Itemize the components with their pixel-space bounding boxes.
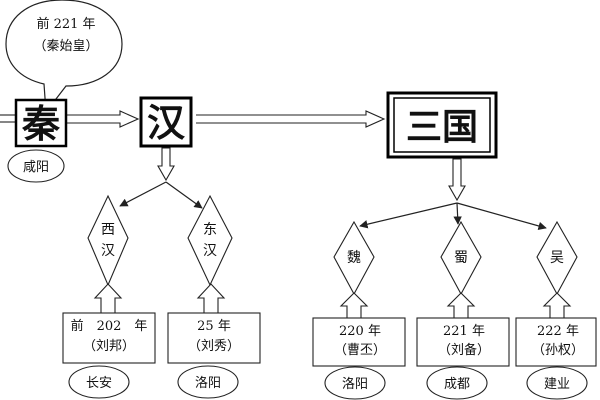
western-han-founder: （刘邦）	[83, 339, 135, 354]
wu-name: 吴	[550, 250, 564, 266]
shu-year: 221 年	[443, 324, 485, 339]
wu-capital-ellipse	[526, 366, 588, 400]
wu-founder: （孙权）	[532, 342, 584, 358]
wu-up-arrow	[542, 292, 572, 319]
sanguo-to-wu-arrow	[456, 202, 547, 230]
han-to-western-han-arrow	[119, 181, 167, 207]
han-branch-arrows	[119, 181, 203, 209]
han-to-eastern-han-arrow	[165, 181, 203, 209]
wu-capital: 建业	[544, 377, 570, 392]
western-han-branch: 西 汉 前 202 年 （刘邦） 长安	[62, 194, 156, 399]
qin-box	[14, 98, 68, 148]
sanguo-box-inner	[393, 97, 491, 153]
western-han-up-arrow	[93, 283, 123, 314]
han-to-sanguo-arrow	[196, 110, 386, 128]
speech-bubble: 前 221 年 （秦始皇）	[5, 0, 123, 114]
sanguo-down-arrow	[448, 158, 466, 202]
han-label: 汉	[147, 101, 186, 145]
speech-bubble-year: 前 221 年	[36, 16, 95, 32]
eastern-han-capital: 洛阳	[195, 376, 221, 391]
eastern-han-name-top: 东	[203, 222, 217, 238]
shu-branch: 蜀 221 年 （刘备） 成都	[416, 220, 510, 400]
wei-founder: （曹丕）	[334, 343, 386, 358]
shu-capital-ellipse	[426, 366, 488, 400]
western-han-info-box	[62, 312, 156, 364]
sanguo-label: 三国	[406, 107, 478, 148]
wei-year: 220 年	[339, 324, 381, 339]
wei-capital-ellipse	[324, 366, 386, 400]
main-timeline	[0, 110, 386, 128]
shu-info-box	[416, 317, 510, 367]
western-han-name-top: 西	[101, 222, 115, 238]
eastern-han-up-arrow	[196, 283, 226, 314]
eastern-han-info-box	[167, 312, 261, 364]
sanguo-to-shu-arrow	[453, 202, 462, 225]
shu-name: 蜀	[454, 250, 468, 266]
qin-node: 秦	[14, 98, 68, 148]
shu-founder: （刘备）	[438, 342, 490, 358]
wu-branch: 吴 222 年 （孙权） 建业	[515, 220, 597, 400]
han-box	[139, 96, 193, 148]
shu-up-arrow	[446, 292, 476, 319]
western-han-capital-ellipse	[68, 365, 130, 399]
sanguo-box-outer	[386, 91, 498, 159]
wei-capital: 洛阳	[342, 377, 368, 392]
wei-branch: 魏 220 年 （曹丕） 洛阳	[312, 220, 406, 400]
eastern-han-branch: 东 汉 25 年 （刘秀） 洛阳	[167, 194, 261, 399]
wei-up-arrow	[339, 292, 369, 319]
western-han-diamond	[87, 194, 129, 287]
western-han-capital: 长安	[86, 376, 112, 391]
qin-capital: 咸阳	[7, 149, 65, 183]
qin-to-han-arrow	[66, 110, 140, 128]
sanguo-to-wei-arrow	[359, 202, 458, 229]
wei-info-box	[312, 317, 406, 367]
western-han-year: 前 202 年	[71, 318, 148, 334]
han-node: 汉	[139, 96, 193, 148]
qin-capital-ellipse	[7, 149, 65, 183]
eastern-han-diamond	[187, 194, 233, 287]
han-down-arrow	[157, 147, 175, 182]
wei-name: 魏	[347, 250, 361, 266]
eastern-han-founder: （刘秀）	[188, 339, 240, 354]
qin-capital-label: 咸阳	[23, 160, 49, 175]
wu-year: 222 年	[537, 324, 579, 339]
speech-bubble-ruler: （秦始皇）	[33, 39, 98, 54]
shu-capital: 成都	[444, 377, 470, 392]
western-han-name-bottom: 汉	[101, 243, 115, 259]
sanguo-node: 三国	[386, 91, 498, 159]
qin-label: 秦	[21, 102, 60, 146]
wu-info-box	[515, 317, 597, 367]
eastern-han-year: 25 年	[197, 319, 231, 334]
eastern-han-name-bottom: 汉	[203, 243, 217, 259]
sanguo-branch-arrows	[359, 202, 547, 230]
eastern-han-capital-ellipse	[177, 365, 239, 399]
